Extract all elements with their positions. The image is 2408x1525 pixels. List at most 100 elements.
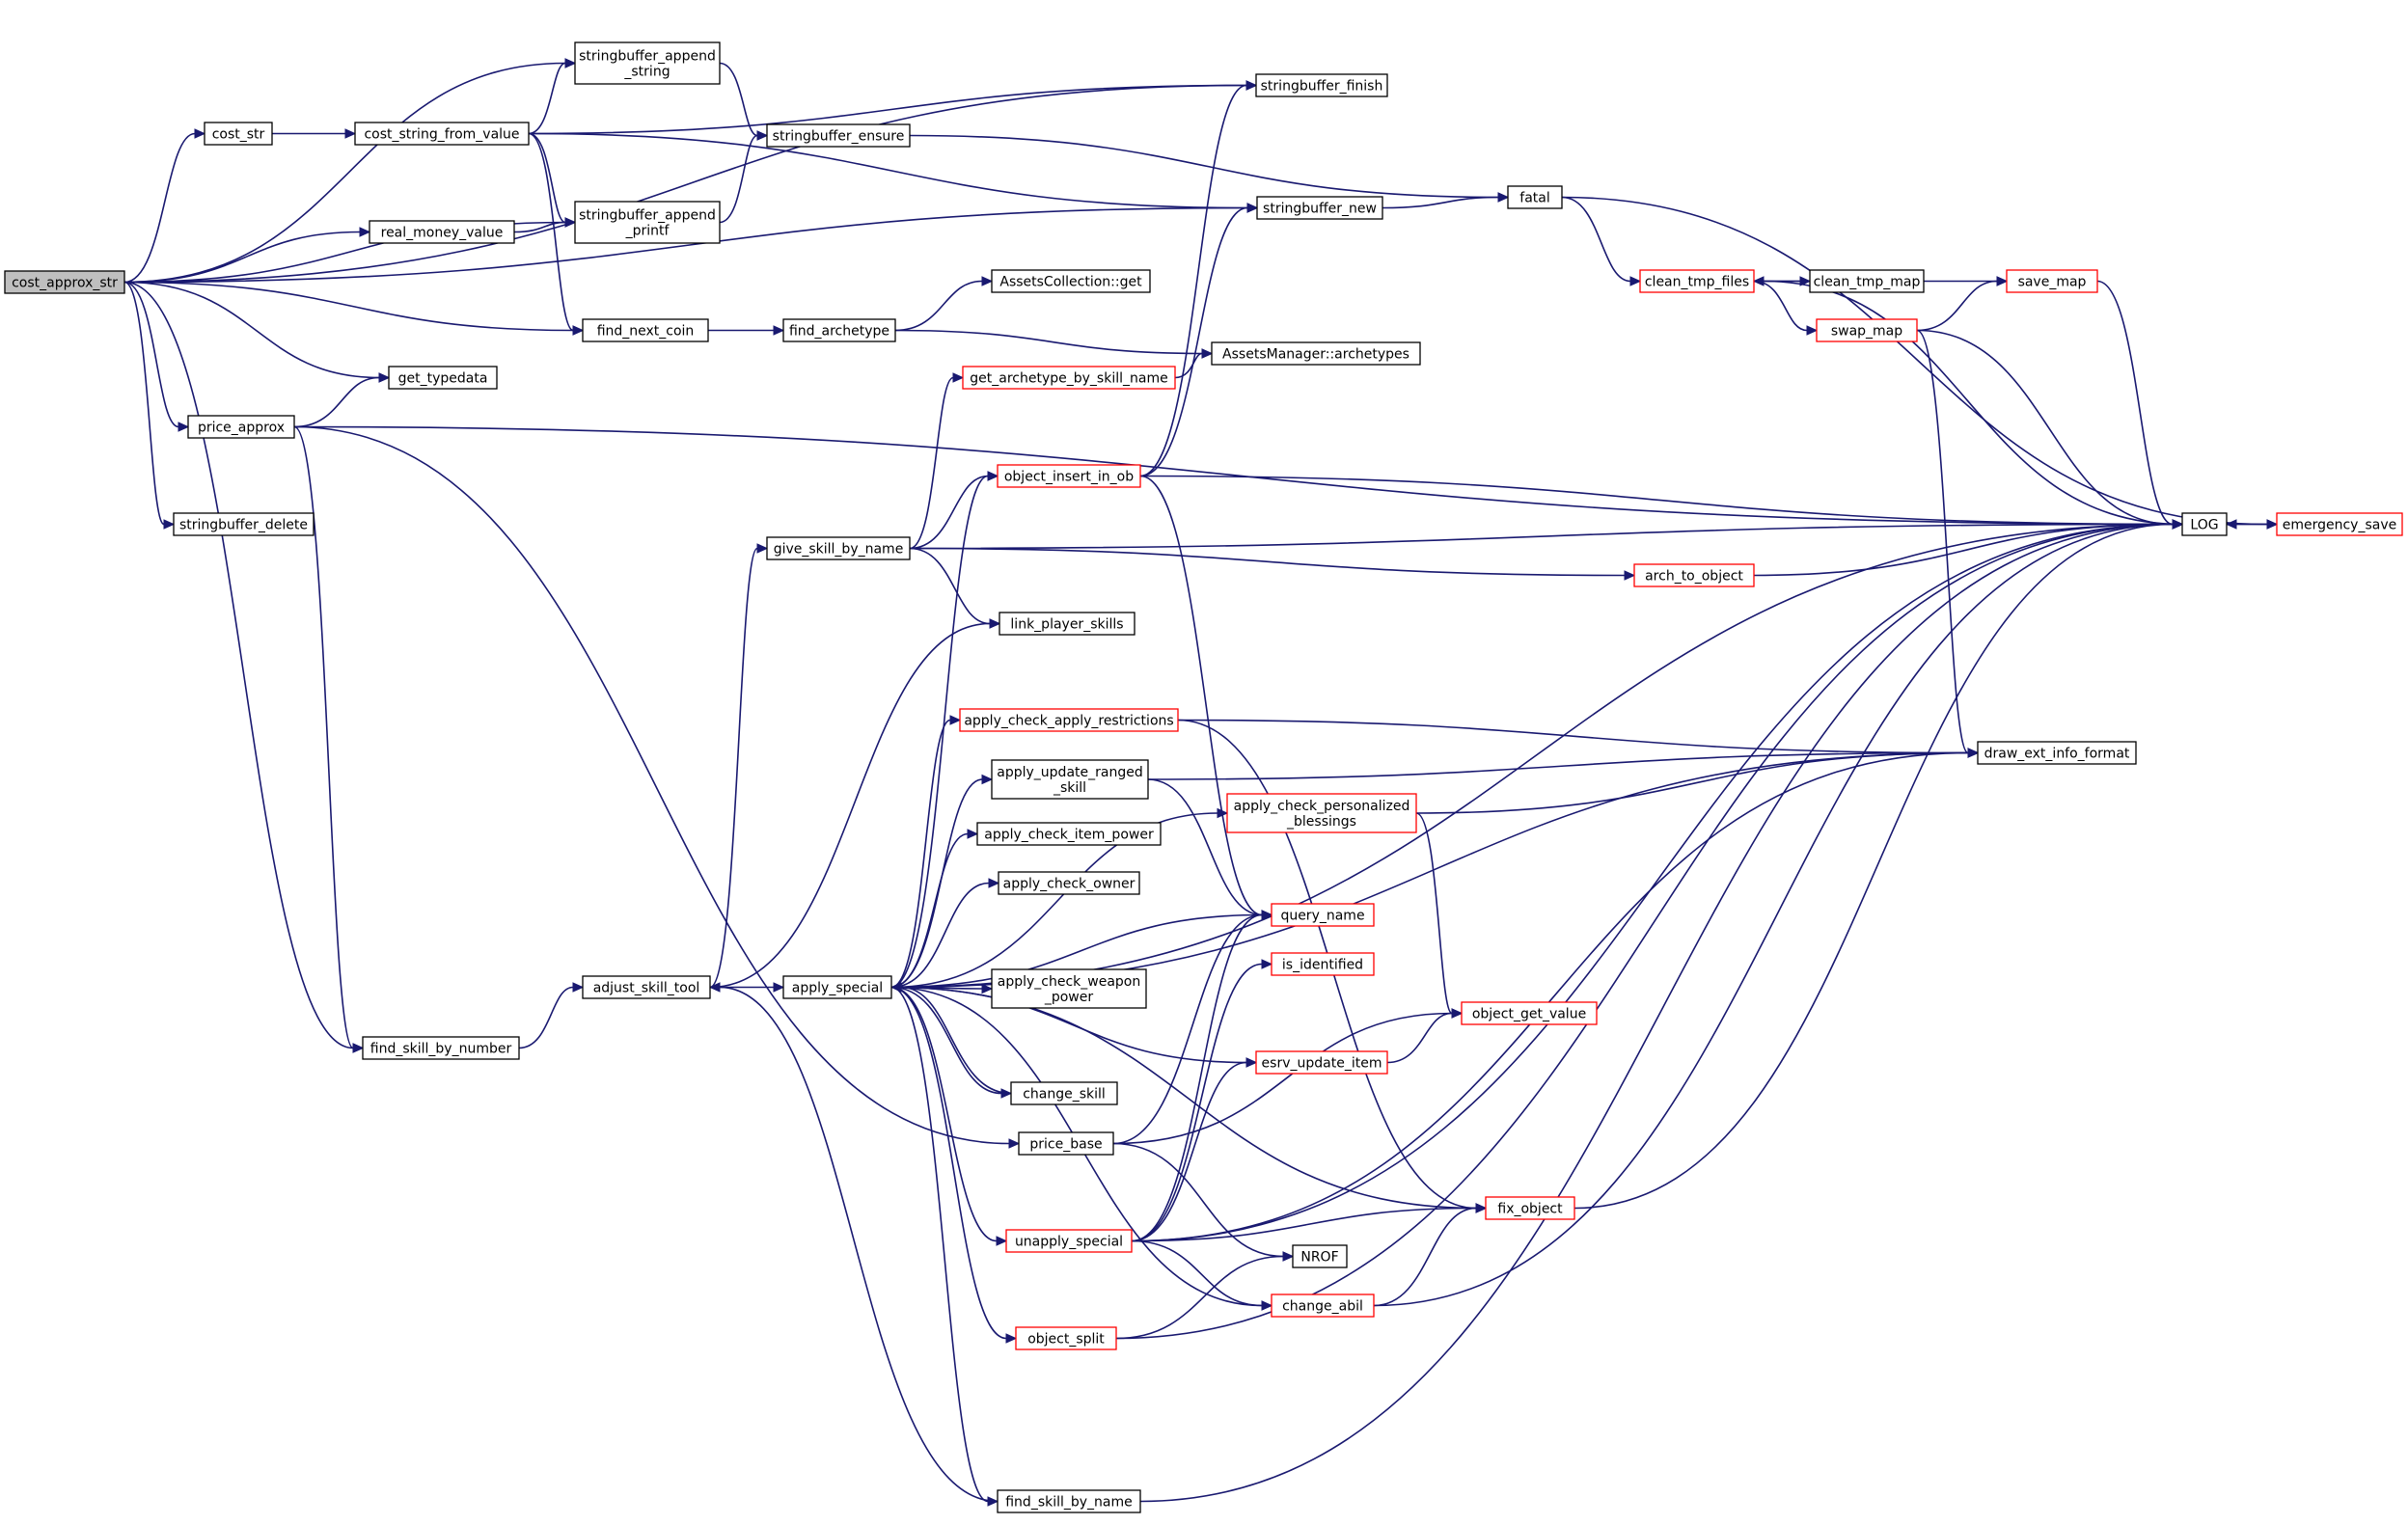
node-label: find_next_coin (597, 324, 695, 340)
edge-line (1561, 196, 2268, 526)
arrow-head-icon (981, 774, 994, 785)
node-label: fatal (1519, 191, 1549, 206)
node-label: find_archetype (789, 324, 889, 340)
node-find_skill_by_number[interactable]: find_skill_by_number (362, 1036, 520, 1060)
node-log[interactable]: LOG (2181, 512, 2228, 536)
edge-line (1573, 523, 2174, 1210)
edge-line (123, 62, 566, 284)
edge-apply_special-to-object_insert_in_ob (890, 471, 999, 989)
node-label: clean_tmp_map (1814, 275, 1921, 290)
node-give_skill_by_name[interactable]: give_skill_by_name (766, 536, 911, 560)
node-apply_check_owner[interactable]: apply_check_owner (998, 871, 1140, 895)
node-query_name[interactable]: query_name (1271, 903, 1375, 927)
node-draw_ext_info_format[interactable]: draw_ext_info_format (1977, 741, 2137, 765)
arrow-head-icon (572, 325, 585, 336)
arrow-head-icon (949, 715, 962, 725)
edge-line (1561, 196, 1631, 283)
node-assets_collection_get[interactable]: AssetsCollection::get (991, 269, 1151, 293)
node-find_skill_by_name[interactable]: find_skill_by_name (997, 1489, 1141, 1513)
node-price_base[interactable]: price_base (1018, 1131, 1114, 1156)
node-stringbuffer_append_printf[interactable]: stringbuffer_append_printf (574, 201, 721, 244)
node-emergency_save[interactable]: emergency_save (2276, 512, 2403, 536)
edge-price_base-to-object_get_value (1112, 1008, 1464, 1145)
node-get_typedata[interactable]: get_typedata (388, 366, 498, 390)
node-box (173, 512, 315, 536)
arrow-head-icon (344, 128, 357, 139)
edge-line (123, 84, 1247, 284)
edge-price_approx-to-get_typedata (293, 372, 391, 428)
node-arch_to_object[interactable]: arch_to_object (1633, 563, 1755, 587)
node-apply_check_personalized_blessings[interactable]: apply_check_personalized_blessings (1226, 793, 1417, 833)
node-label: arch_to_object (1645, 569, 1743, 585)
edge-unapply_special-to-esrv_update_item (1131, 1057, 1258, 1242)
node-price_approx[interactable]: price_approx (187, 415, 295, 439)
node-cost_approx_str[interactable]: cost_approx_str (4, 270, 125, 294)
arrow-head-icon (1996, 276, 2009, 286)
node-assets_manager_archetypes[interactable]: AssetsManager::archetypes (1211, 341, 1421, 366)
edge-apply_check_personalized_blessings-to-object_get_value (1415, 812, 1464, 1019)
node-adjust_skill_tool[interactable]: adjust_skill_tool (582, 975, 711, 999)
edge-line (1112, 1142, 1284, 1258)
edge-price_approx-to-log (293, 425, 2184, 530)
node-is_identified[interactable]: is_identified (1271, 952, 1375, 976)
node-save_map[interactable]: save_map (2006, 269, 2098, 293)
node-box (1255, 1050, 1388, 1075)
node-stringbuffer_ensure[interactable]: stringbuffer_ensure (766, 123, 911, 148)
edge-line (123, 281, 354, 1049)
node-apply_update_ranged_skill[interactable]: apply_update_ranged_skill (991, 759, 1149, 800)
node-box (2006, 269, 2098, 293)
node-stringbuffer_finish[interactable]: stringbuffer_finish (1255, 73, 1388, 97)
node-object_split[interactable]: object_split (1015, 1326, 1117, 1350)
arrow-head-icon (1261, 959, 1273, 969)
node-object_get_value[interactable]: object_get_value (1461, 1001, 1598, 1025)
edge-line (1131, 751, 1969, 1242)
node-apply_check_apply_restrictions[interactable]: apply_check_apply_restrictions (959, 708, 1179, 732)
node-change_skill[interactable]: change_skill (1010, 1081, 1118, 1105)
edge-line (293, 376, 380, 428)
edge-line (1131, 913, 1263, 1242)
edge-change_skill-to-apply_special (889, 982, 1012, 1095)
node-unapply_special[interactable]: unapply_special (1005, 1229, 1133, 1253)
node-get_archetype_by_skill_name[interactable]: get_archetype_by_skill_name (962, 366, 1176, 390)
node-object_insert_in_ob[interactable]: object_insert_in_ob (997, 464, 1141, 488)
node-change_abil[interactable]: change_abil (1271, 1294, 1375, 1318)
node-label: apply_check_weapon (998, 974, 1140, 990)
node-apply_special[interactable]: apply_special (782, 975, 892, 999)
node-real_money_value[interactable]: real_money_value (369, 220, 515, 244)
edge-line (528, 84, 1247, 135)
edge-find_archetype-to-assets_manager_archetypes (894, 329, 1214, 359)
node-clean_tmp_files[interactable]: clean_tmp_files (1639, 269, 1755, 293)
node-link_player_skills[interactable]: link_player_skills (999, 612, 1136, 636)
edge-price_base-to-nrof (1112, 1142, 1295, 1262)
node-stringbuffer_new[interactable]: stringbuffer_new (1256, 196, 1383, 220)
node-stringbuffer_append_string[interactable]: stringbuffer_append_string (574, 41, 721, 85)
node-find_archetype[interactable]: find_archetype (782, 318, 896, 342)
node-label: apply_check_owner (1003, 877, 1136, 892)
node-clean_tmp_map[interactable]: clean_tmp_map (1809, 269, 1925, 293)
node-cost_str[interactable]: cost_str (204, 122, 273, 146)
node-box (782, 975, 892, 999)
node-stringbuffer_delete[interactable]: stringbuffer_delete (173, 512, 315, 536)
edge-unapply_special-to-query_name (1131, 910, 1273, 1242)
arrow-head-icon (1282, 1251, 1295, 1262)
edge-give_skill_by_name-to-link_player_skills (909, 547, 1001, 629)
edge-line (123, 132, 196, 284)
node-box (1010, 1081, 1118, 1105)
edge-cost_approx_str-to-get_typedata (123, 281, 391, 383)
node-box (999, 612, 1136, 636)
edge-line (894, 329, 1203, 355)
node-swap_map[interactable]: swap_map (1816, 318, 1918, 342)
arrow-head-icon (378, 372, 391, 383)
node-find_next_coin[interactable]: find_next_coin (582, 318, 709, 342)
node-cost_string_from_value[interactable]: cost_string_from_value (354, 122, 530, 146)
edge-line (1415, 751, 1969, 814)
node-fix_object[interactable]: fix_object (1485, 1196, 1575, 1220)
node-box (1977, 741, 2137, 765)
edge-swap_map-to-draw_ext_info_format (1916, 329, 1980, 758)
node-apply_check_weapon_power[interactable]: apply_check_weapon_power (991, 968, 1147, 1009)
edge-line (909, 134, 1499, 199)
node-esrv_update_item[interactable]: esrv_update_item (1255, 1050, 1388, 1075)
node-nrof[interactable]: NROF (1292, 1244, 1348, 1268)
node-apply_check_item_power[interactable]: apply_check_item_power (976, 822, 1162, 846)
node-fatal[interactable]: fatal (1507, 185, 1563, 209)
